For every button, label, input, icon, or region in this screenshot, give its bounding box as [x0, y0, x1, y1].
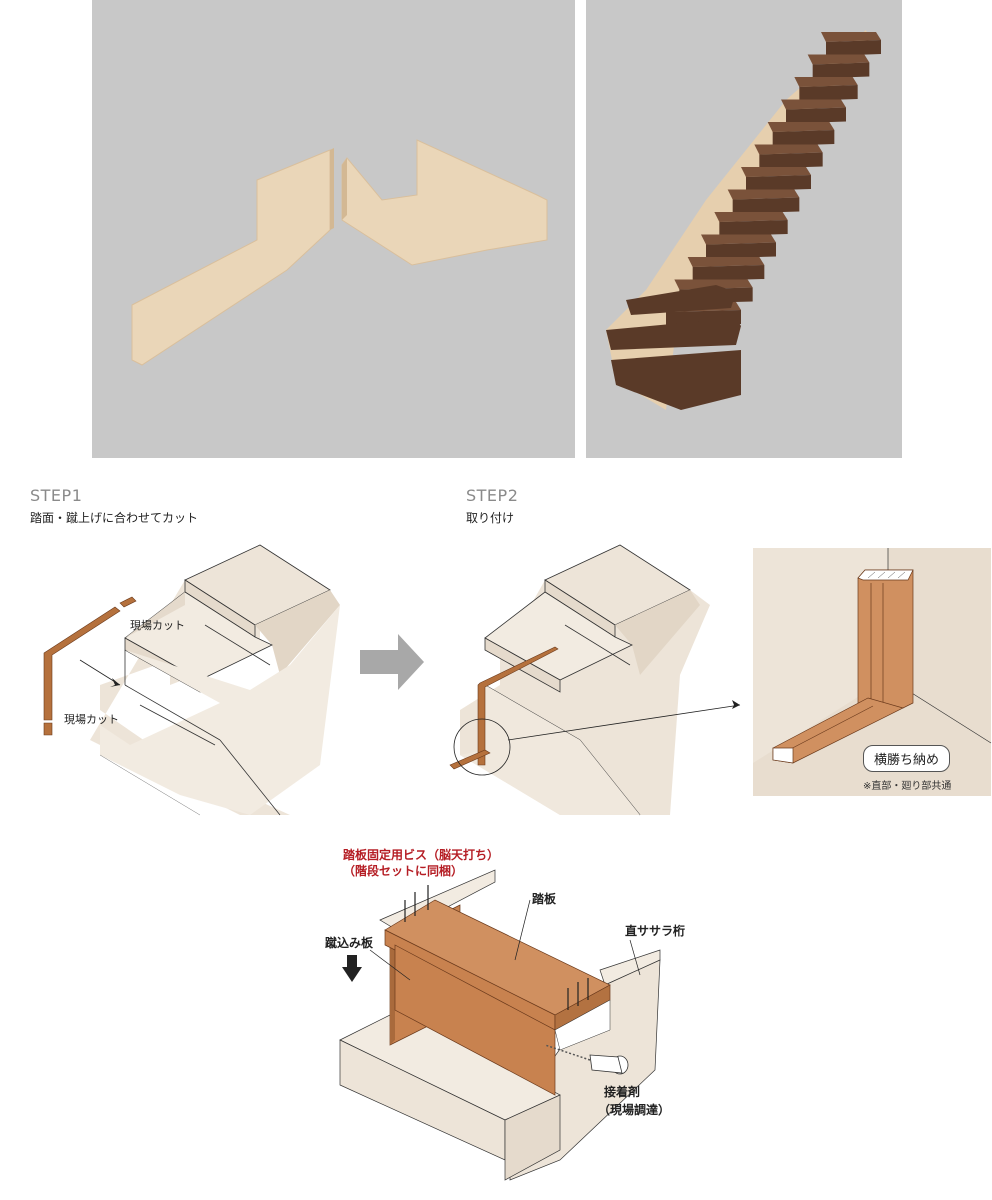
stair-tread	[807, 54, 870, 65]
detail-note: ※直部・廻り部共通	[863, 781, 952, 792]
stair-riser	[759, 152, 823, 169]
photo-panel-right	[586, 0, 902, 458]
stair-riser	[719, 220, 788, 236]
skirting-piece-left	[131, 149, 331, 366]
cut-label-top: 現場カット	[130, 619, 185, 632]
stringer-label: 直ササラ桁	[625, 924, 686, 938]
stair-tread	[687, 257, 765, 267]
adhesive-label-1: 接着剤	[604, 1085, 641, 1099]
screw-icons	[404, 885, 589, 1010]
photo-panel-left	[92, 0, 575, 458]
stair-riser	[692, 265, 765, 281]
plywood-skirting-pieces	[131, 139, 548, 366]
detail-box: 横勝ち納め ※直部・廻り部共通	[753, 548, 992, 796]
installed-skirting	[477, 646, 559, 766]
stair-tread	[714, 212, 788, 222]
assembly-diagram	[339, 869, 661, 1181]
down-arrow-icon	[342, 955, 362, 982]
stair-tread	[701, 234, 776, 245]
riser-label: 蹴込み板	[325, 936, 374, 950]
stair-riser	[826, 40, 881, 56]
stair-riser	[799, 85, 858, 101]
adhesive-label-2: （現場調達）	[598, 1103, 671, 1117]
stair-winder	[626, 285, 736, 315]
stair-riser	[732, 197, 800, 214]
stair-winder	[606, 318, 741, 350]
stair-tread	[741, 167, 811, 177]
detail-magnifier-circle	[453, 718, 511, 776]
stair-winder	[611, 350, 741, 410]
detail-illustration	[753, 548, 992, 796]
stair-tread	[727, 189, 800, 200]
yokogachi-badge: 横勝ち納め	[863, 745, 951, 772]
staircase-photo	[606, 30, 881, 410]
screw-label-1: 踏板固定用ビス（脳天打ち）	[343, 848, 500, 862]
stair-riser	[812, 62, 870, 79]
tread-label: 踏板	[532, 892, 557, 906]
step1-subtitle: 踏面・蹴上げに合わせてカット	[30, 511, 199, 525]
stair-tread	[781, 99, 846, 110]
stair-riser	[772, 130, 835, 146]
stair-tread	[754, 144, 823, 155]
adhesive-bottle-icon	[544, 1044, 629, 1075]
cut-label-bottom: 現場カット	[64, 713, 119, 726]
next-step-arrow-icon	[360, 634, 424, 690]
stair-riser	[746, 175, 811, 191]
stair-tread	[767, 122, 835, 132]
stair-tread	[674, 279, 753, 290]
step1-diagram	[43, 544, 340, 816]
screw-label-2: （階段セットに同梱）	[343, 864, 464, 878]
skirting-l-piece	[43, 606, 121, 721]
stair-riser	[786, 107, 846, 124]
step2-diagram	[449, 544, 741, 816]
step1-title: STEP1	[30, 486, 83, 505]
step2-title: STEP2	[466, 486, 519, 505]
step2-subtitle: 取り付け	[466, 511, 515, 525]
stair-tread	[794, 77, 858, 87]
skirting-piece-right	[341, 139, 548, 266]
stair-tread	[821, 32, 881, 42]
stair-riser	[706, 242, 776, 259]
